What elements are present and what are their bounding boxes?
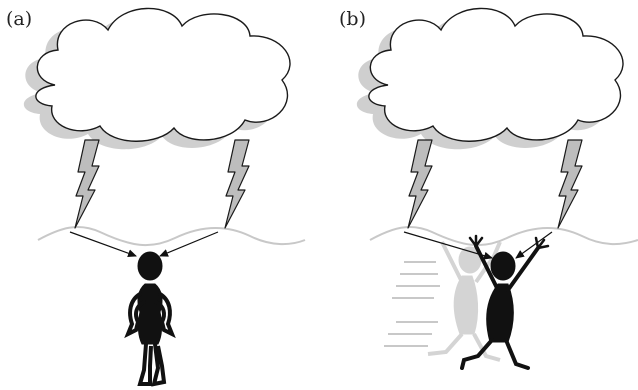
ground-hills-a	[37, 225, 306, 247]
lightning-bolt-left-b	[407, 139, 433, 229]
panel-b-label: (b)	[339, 8, 366, 30]
lightning-bolt-right-b	[557, 139, 583, 229]
panel-a	[23, 7, 306, 387]
storm-cloud-a	[23, 7, 291, 150]
arrow-right-b	[515, 231, 553, 259]
arrow-left-b	[403, 231, 493, 260]
lightning-bolt-right-a	[224, 139, 250, 229]
arrow-right-a	[159, 231, 219, 257]
lightning-bolt-left-a	[74, 139, 100, 229]
panel-b	[356, 7, 638, 370]
storm-cloud-b	[356, 7, 624, 150]
motion-lines	[384, 261, 440, 347]
ground-hills-b	[369, 225, 638, 247]
arrow-left-a	[69, 231, 137, 258]
panel-a-label: (a)	[6, 8, 33, 30]
stick-figure-standing	[124, 251, 176, 387]
stick-figure-jumping	[460, 234, 550, 370]
